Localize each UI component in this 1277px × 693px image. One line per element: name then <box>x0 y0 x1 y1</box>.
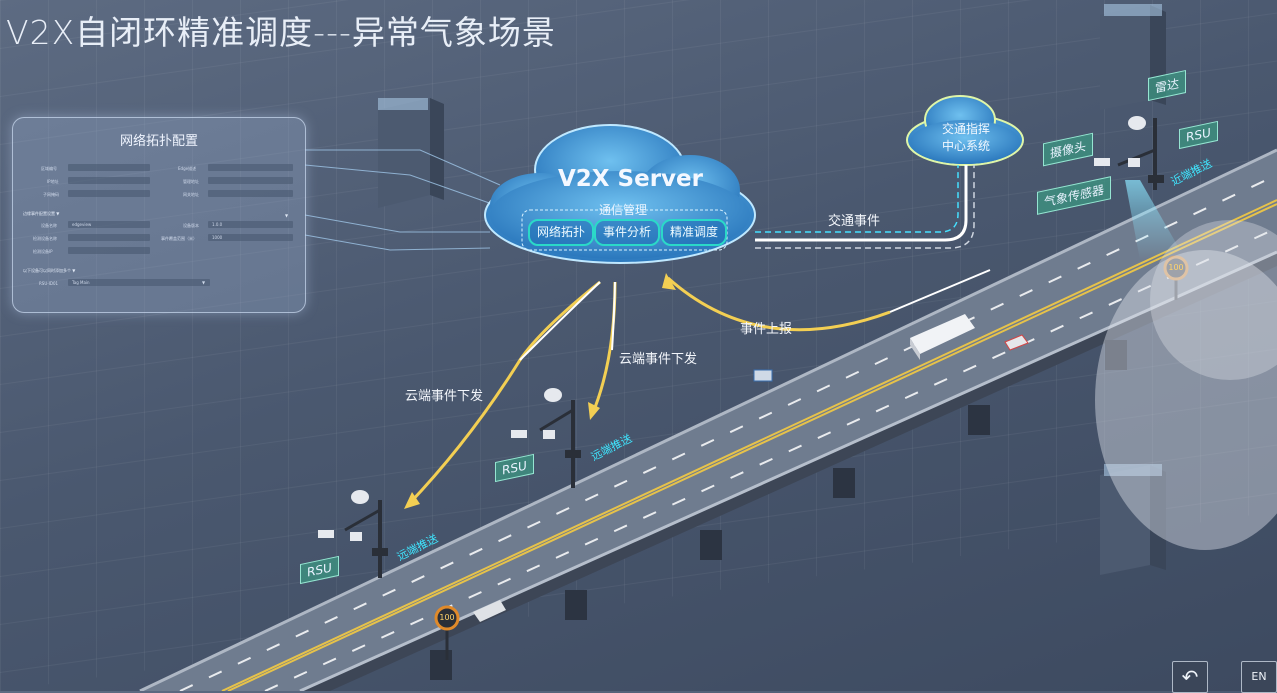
panel-links <box>304 149 501 251</box>
page-title: V2X自闭环精准调度---异常气象场景 <box>6 13 556 52</box>
field-label: RSU-ID01 <box>39 281 59 286</box>
field-input[interactable] <box>68 177 150 184</box>
chip-precise-dispatch[interactable]: 精准调度 <box>661 219 728 246</box>
pole-mid <box>511 388 581 488</box>
field-input[interactable]: edgeview <box>68 221 150 228</box>
field-input[interactable] <box>68 190 150 197</box>
comm-management-label: 通信管理 <box>599 203 648 217</box>
traffic-event-label: 交通事件 <box>828 214 881 229</box>
chevron-down-icon: ▼ <box>202 280 206 285</box>
field-label: 网关地址 <box>183 192 199 197</box>
fog <box>1095 250 1277 550</box>
field-label: 区域编号 <box>41 166 57 171</box>
panel-title: 网络拓扑配置 <box>119 134 198 149</box>
field-label: 设备名称 <box>41 223 57 228</box>
bridge <box>139 148 1277 691</box>
field-input[interactable] <box>208 190 293 197</box>
field-input[interactable]: 1.0.0 <box>208 221 293 228</box>
speed-limit-right: 100 <box>1168 263 1184 272</box>
field-input[interactable] <box>68 247 150 254</box>
field-input[interactable] <box>208 164 293 171</box>
event-arrows <box>404 269 991 509</box>
field-label: IP地址 <box>47 179 59 184</box>
cloud-dispatch-label-left: 云端事件下发 <box>405 389 484 404</box>
speed-sign-right <box>1163 255 1189 300</box>
language-en-button[interactable]: EN <box>1241 661 1277 693</box>
dropdown-icon[interactable]: ▼ <box>285 213 289 218</box>
section-header[interactable]: 以下设备可以同时添加多个 ▼ <box>23 268 76 273</box>
building-left <box>378 98 444 208</box>
field-label: 子网掩码 <box>43 192 59 197</box>
server-title: V2X Server <box>558 166 703 192</box>
cloud-dispatch-label-mid: 云端事件下发 <box>619 352 698 367</box>
pole-right <box>1094 116 1180 260</box>
field-label: 检测设备IP <box>33 249 53 254</box>
chip-network-topology[interactable]: 网络拓扑 <box>528 219 595 246</box>
speed-limit-left: 100 <box>439 613 455 622</box>
car-red <box>1004 334 1029 351</box>
field-label: 设备版本 <box>183 223 199 228</box>
event-report-label: 事件上报 <box>740 322 793 337</box>
traffic-center-cloud <box>906 95 1024 166</box>
rsu-select[interactable]: Tag Main▼ <box>68 279 210 286</box>
field-input[interactable] <box>208 177 293 184</box>
field-label: 检测设备名称 <box>33 236 57 241</box>
pole-left <box>318 490 388 578</box>
network-topology-panel: 网络拓扑配置 区域编号 Edge描述 IP地址 管理地址 子网掩码 网关地址 边… <box>12 117 306 313</box>
field-label: 管理地址 <box>183 179 199 184</box>
field-input[interactable]: 1000 <box>208 234 293 241</box>
back-button[interactable]: ↶ <box>1172 661 1208 693</box>
camper-vehicle <box>910 314 975 360</box>
traffic-event-link <box>755 165 975 249</box>
car-white <box>473 600 506 622</box>
section-header[interactable]: 边缘事件配置设置 ▼ <box>23 211 60 216</box>
field-label: Edge描述 <box>178 166 197 171</box>
traffic-center-label: 交通指挥 中心系统 <box>941 122 990 153</box>
building-right-bottom <box>1100 464 1166 575</box>
field-label: 事件覆盖范围（米） <box>161 236 197 241</box>
field-input[interactable] <box>68 234 150 241</box>
chip-event-analysis[interactable]: 事件分析 <box>594 219 661 246</box>
speed-sign-left <box>434 605 460 660</box>
field-input[interactable] <box>68 164 150 171</box>
roadside-sign <box>753 369 773 382</box>
